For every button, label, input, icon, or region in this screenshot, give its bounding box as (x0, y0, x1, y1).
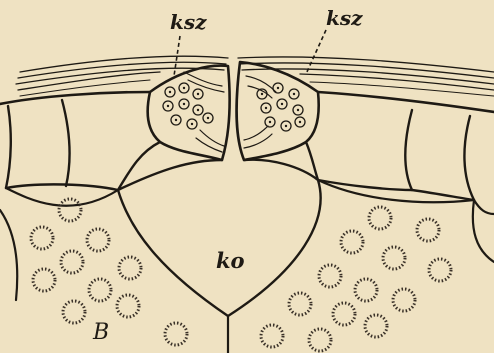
epidermal-cell-wall (405, 110, 412, 190)
substomatal-chamber (118, 160, 321, 316)
subsidiary-cell-wall (118, 142, 160, 190)
epidermis-outer-right (318, 92, 494, 112)
guard-cell-right-thickening (244, 76, 276, 148)
epidermal-cell-wall (6, 184, 118, 190)
epidermal-cell-wall (6, 106, 11, 188)
label-ko: ko (216, 250, 245, 271)
cuticle-right (238, 57, 494, 96)
guard-cell-left-thickening (184, 72, 224, 152)
label-b: B (93, 322, 109, 344)
epidermal-cell-wall (62, 100, 69, 186)
mesophyll-wall (0, 210, 17, 300)
epidermal-cell-wall (464, 116, 474, 200)
guard-cell-dots (167, 87, 301, 127)
label-ksz-right: ksz (326, 8, 362, 28)
epidermis-outer-left (0, 92, 150, 104)
label-ksz-left: ksz (170, 12, 206, 32)
guard-cell-granules (163, 83, 305, 131)
pointer-line-right (306, 30, 326, 74)
